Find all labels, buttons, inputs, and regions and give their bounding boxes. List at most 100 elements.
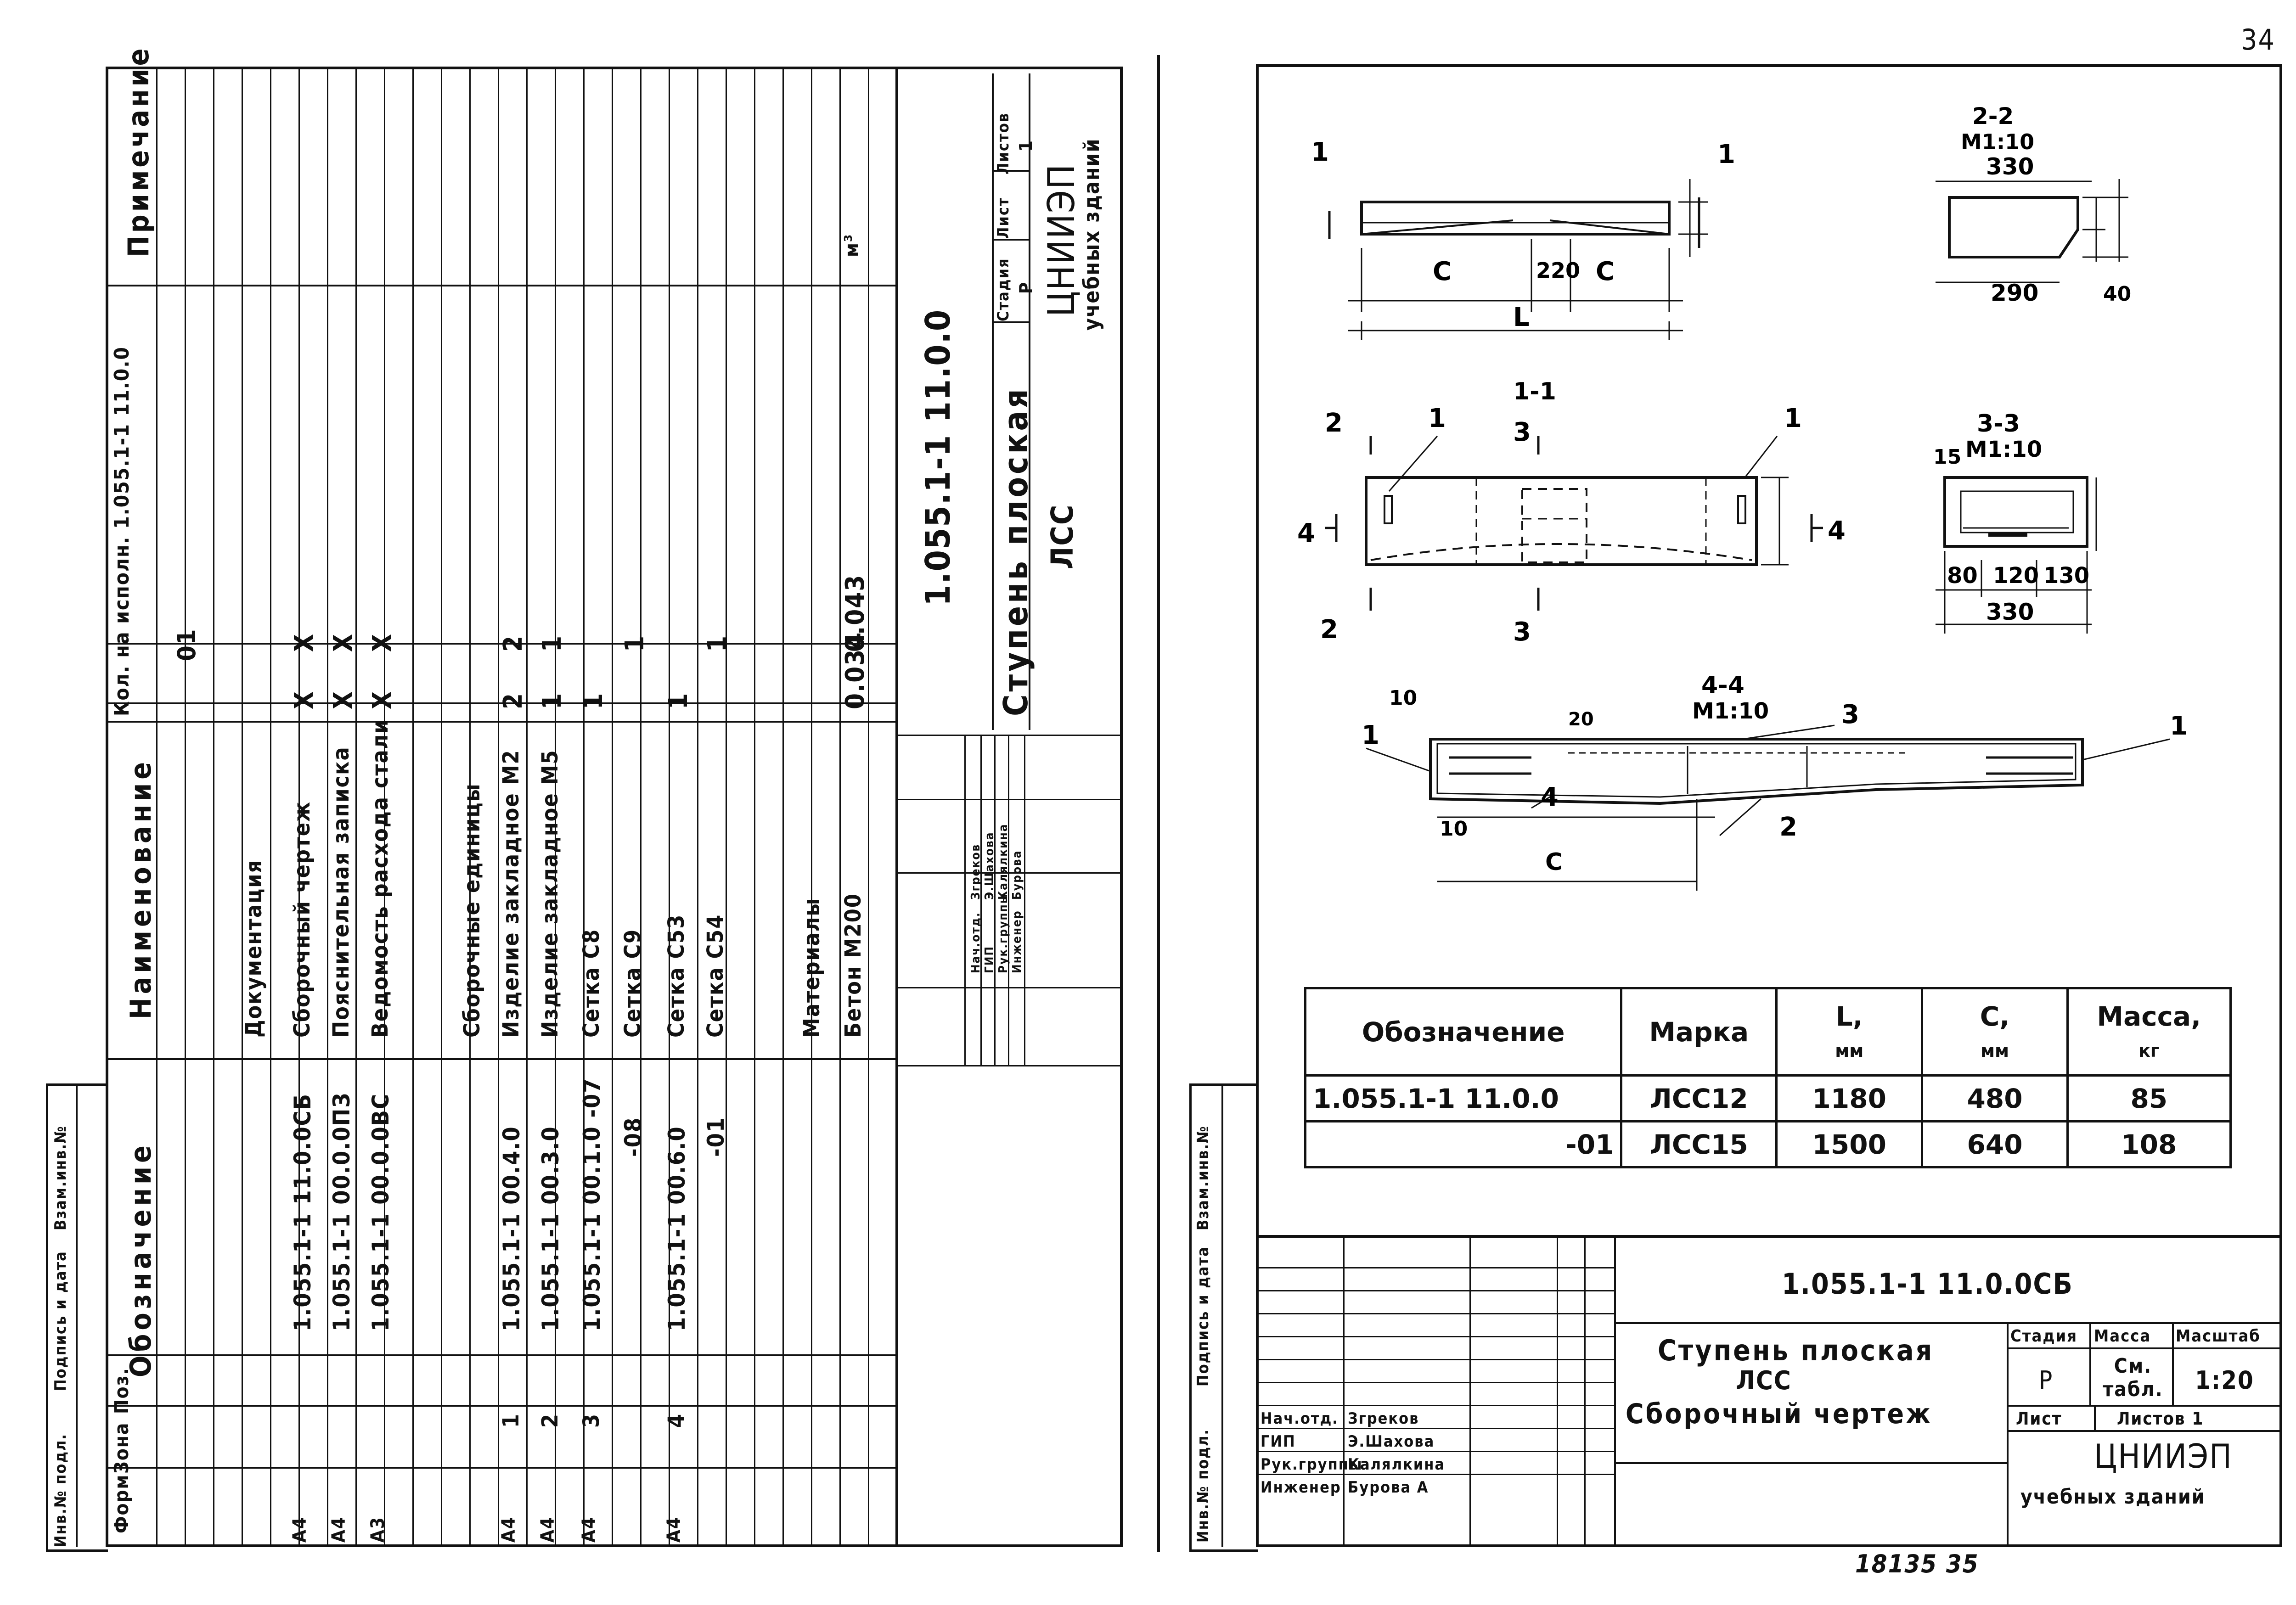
cell: 640 [1921,1120,2069,1168]
row-format: А4 [498,1516,519,1543]
stamp-role: Инженер [1010,910,1024,973]
lead-4-3: 3 [1841,700,1859,730]
left-sheets-value: 1 [1016,140,1036,152]
th-mark: Марка [1620,987,1778,1077]
left-stage-value: Р [1016,281,1036,294]
stamp-rule [1024,735,1025,1065]
row-format: А4 [289,1516,310,1543]
title-rule [992,321,1029,323]
row-format: А4 [579,1516,600,1543]
lead-4-2: 2 [1779,812,1797,842]
row-rule [384,67,385,1547]
th-mass: Масса, кг [2066,987,2232,1077]
title-block-rule [895,67,898,1547]
stamp-rule [895,1065,1123,1066]
stamp-rule [1256,1290,1614,1291]
row-name: Сетка С54 [703,914,728,1038]
center-separator [1157,55,1160,1552]
cut-label-2b: 2 [1320,615,1338,645]
dim-40: 40 [2103,282,2131,306]
cell: 1.055.1-1 11.0.0 [1304,1074,1623,1122]
lead-1b: 1 [1784,404,1802,433]
row-rule [612,67,613,1547]
row-name: Бетон М200 [840,893,866,1038]
table-row: 1.055.1-1 11.0.0 ЛСС12 1180 480 85 [1304,1074,2232,1122]
dim-220: 220 [1536,258,1580,283]
right-margin-strip [1189,1083,1258,1552]
row-name: Сборочные единицы [459,783,485,1038]
left-sheets-label: Листов [994,112,1013,174]
row-rule [754,67,755,1547]
column-rule [106,1467,895,1469]
column-rule [106,1405,895,1407]
left-sheet-label: Лист [994,197,1013,239]
right-org-line1: ЦНИИЭП [2094,1437,2233,1476]
left-side-label-inv: Инв.№ подл. [51,1433,70,1547]
stamp-role: Рук.группы [1261,1455,1363,1474]
stamp-rule [1256,1474,1614,1475]
th-mass-unit: кг [2138,1040,2160,1061]
row-name: Изделие закладное М5 [537,749,563,1038]
cell: 85 [2066,1074,2232,1122]
row-rule [726,67,727,1547]
left-doc-code: 1.055.1-1 11.0.0 [918,309,958,606]
col-zone-header: Зона [110,1422,133,1474]
stamp-rule [1469,1235,1471,1547]
row-qty-base: X [328,690,358,709]
dim-120: 120 [1993,563,2039,589]
right-title-line1: Ступень плоская [1658,1334,1934,1367]
row-pos: 1 [498,1413,524,1428]
row-designation: -01 [703,1117,729,1157]
row-rule [298,67,300,1547]
dim-c-left: С [1433,257,1452,286]
variants-table: Обозначение Марка L,мм С, мм Масса, кг 1.0… [1304,987,2232,1168]
stamp-rule [1256,1359,1614,1360]
dim-l: L [1513,303,1530,332]
dim-c-right: С [1596,257,1615,286]
row-rule [242,67,243,1547]
cut-label-2a: 2 [1325,408,1343,438]
row-name: Ведомость расхода стали [367,718,393,1038]
row-name: Сборочный чертеж [289,801,315,1038]
section-2-2-title: 2-2 [1972,103,2014,129]
col-designation-header: Обозначение [124,1142,158,1377]
row-qty-base: 2 [498,692,528,709]
col-qty-header: Кол. на исполн. 1.055.1-1 11.0.0 [110,346,134,716]
row-qty-01: 2 [498,634,528,652]
left-side-label-vzam: Взам.инв.№ [51,1125,70,1230]
dim-c-4: С [1545,848,1563,876]
cut-label-4a: 4 [1297,518,1315,548]
row-format: А3 [367,1516,388,1543]
th-l: L,мм [1775,987,1924,1077]
row-format: А4 [537,1516,558,1543]
dim-10b: 10 [1440,817,1468,841]
row-qty-01: 1 [703,634,732,652]
row-rule [811,67,812,1547]
lead-4-1a: 1 [1362,720,1379,750]
row-rule [839,67,841,1547]
row-rule [868,67,869,1547]
row-designation: 1.055.1-1 00.6.0 [664,1126,690,1331]
col-name-header: Наименование [124,758,158,1019]
th-mass-label: Масса, [2097,1000,2201,1032]
stamp-role: ГИП [1261,1432,1296,1451]
row-rule [498,67,499,1547]
elevation-view [1328,179,1708,340]
cell: -01 [1304,1120,1623,1168]
row-rule [412,67,414,1547]
left-org-line1: ЦНИИЭП [1040,163,1083,317]
cell: ЛСС15 [1620,1120,1778,1168]
th-designation: Обозначение [1304,987,1623,1077]
th-l-unit: мм [1835,1040,1864,1061]
cut-label-3b: 3 [1513,617,1531,647]
row-rule [469,67,471,1547]
right-side-label-sign: Подпись и дата [1194,1246,1212,1386]
title-rule [992,73,994,730]
th-c-label: С, [1980,1000,2010,1032]
row-qty-01: X [289,633,319,652]
cut-label-4b: 4 [1828,516,1846,546]
section-4-4-title: 4-4 [1701,672,1745,699]
column-rule [106,721,895,723]
row-format: А4 [664,1516,685,1543]
stamp-rule [980,735,982,1065]
